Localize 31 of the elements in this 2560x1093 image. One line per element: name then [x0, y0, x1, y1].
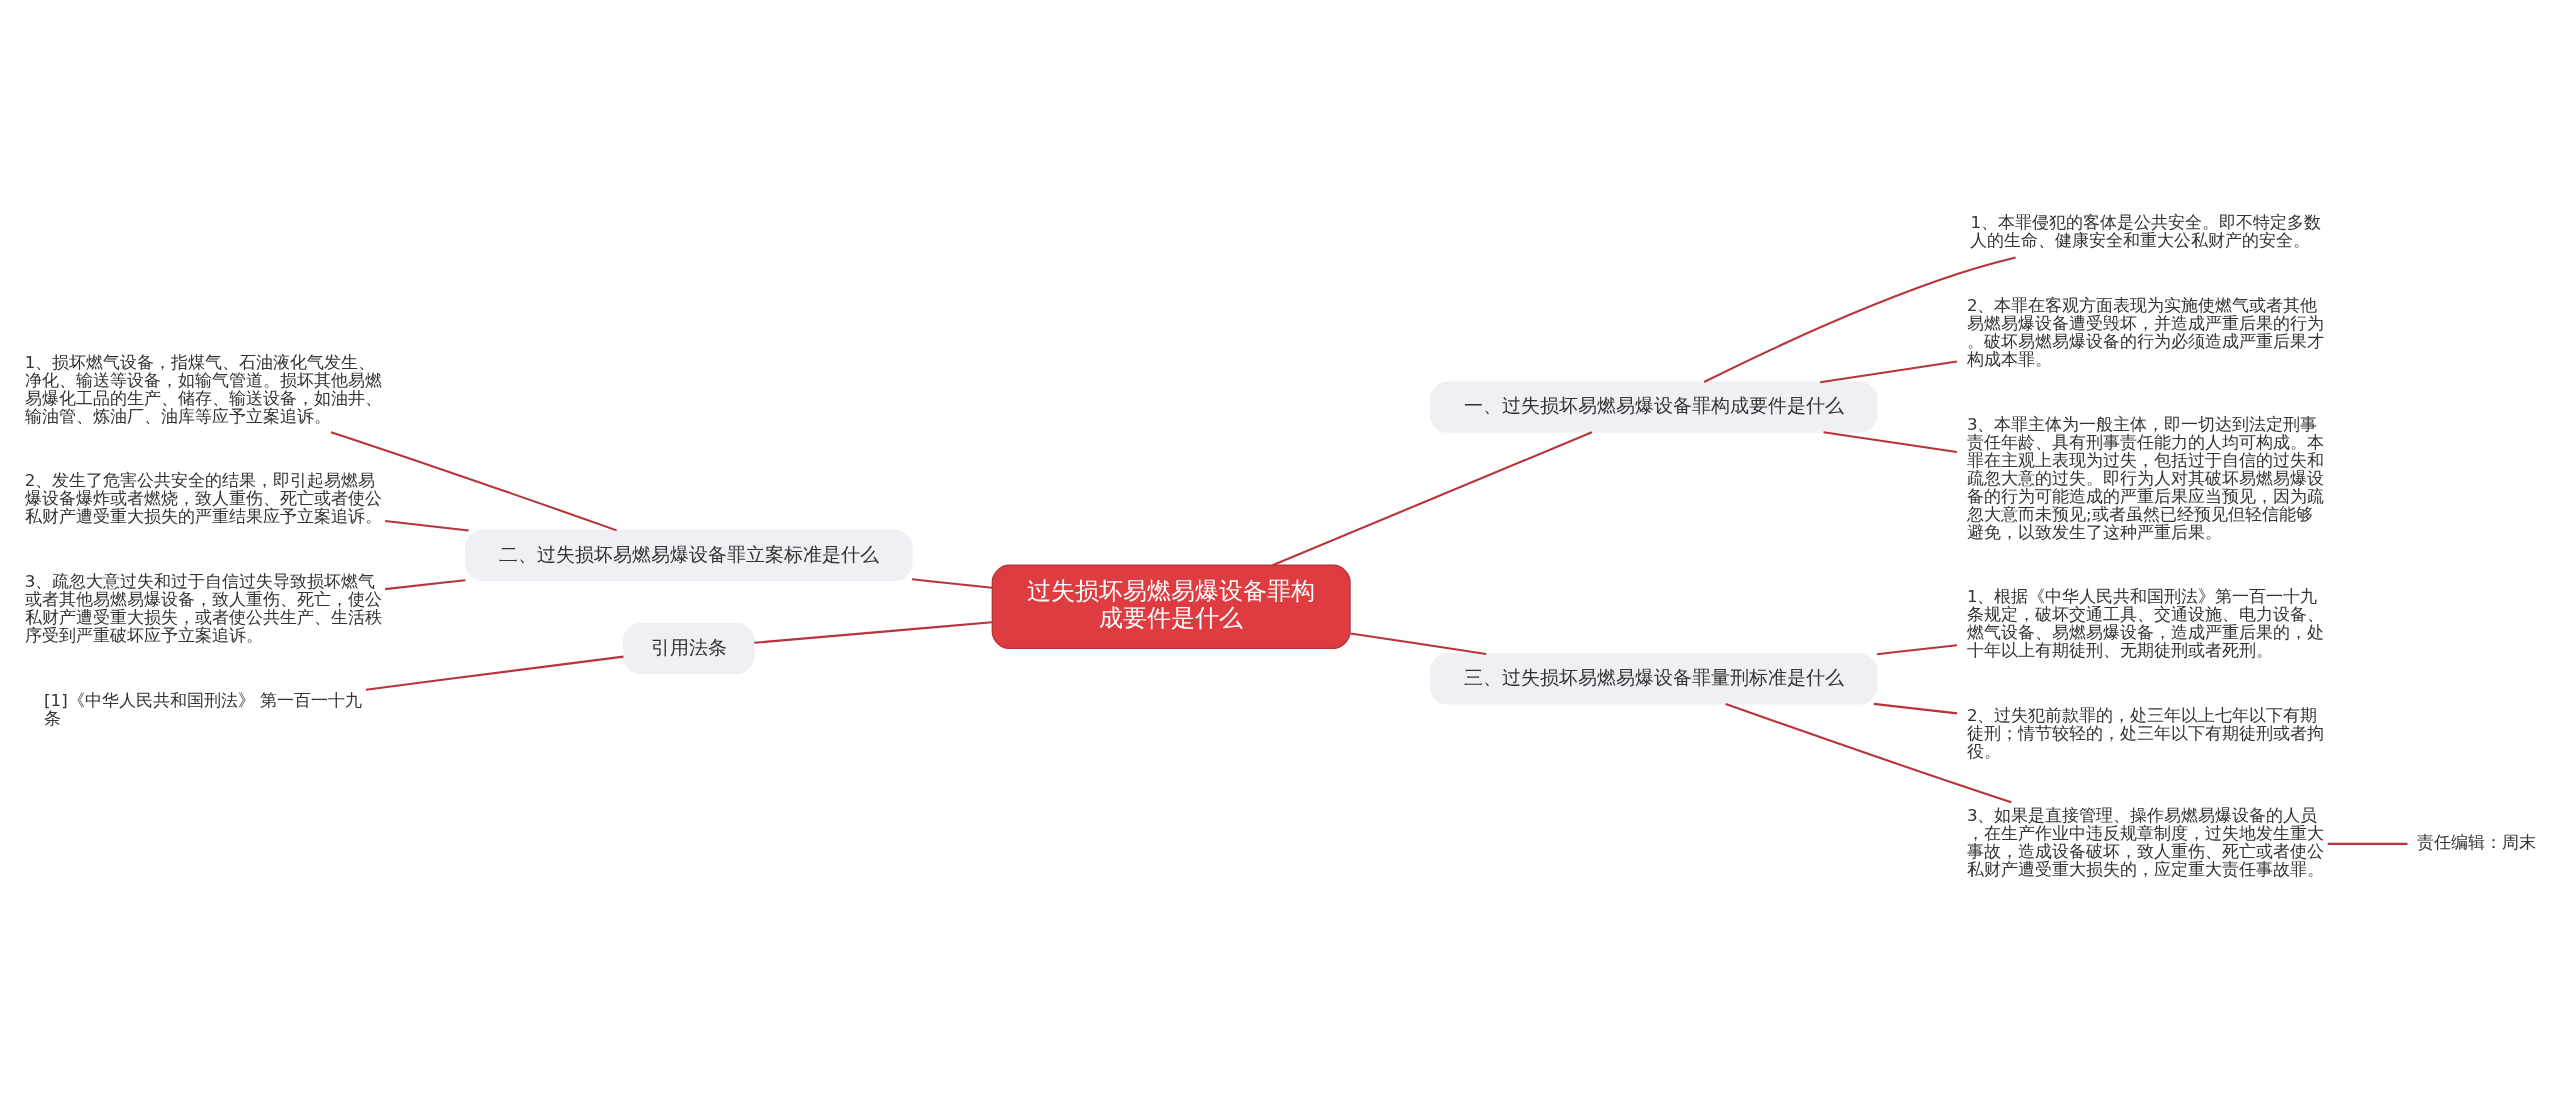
- node-box: 二、过失损坏易燃易爆设备罪立案标准是什么: [464, 529, 913, 582]
- node-text: 3、疏忽大意过失和过于自信过失导致损坏燃气或者其他易燃易爆设备，致人重伤、死亡，使公私财产遭受重大损失，或者使公共生产、生活秩序受到严重破坏应予立案追诉。: [24, 571, 382, 645]
- node-text: 责任编辑：周末: [2417, 833, 2537, 853]
- connector: [1820, 360, 1958, 384]
- node-text: 2、发生了危害公共安全的结果，即引起易燃易爆设备爆炸或者燃烧，致人重伤、死亡或者使公私财产遭受重大损失的严重结果应予立案追诉。: [24, 471, 382, 527]
- connector: [365, 655, 624, 691]
- connector: [1876, 644, 1958, 656]
- connector: [911, 578, 993, 589]
- connector: [330, 431, 617, 532]
- connector: [1350, 632, 1487, 655]
- node-text: 1、本罪侵犯的客体是公共安全。即不特定多数人的生命、健康安全和重大公私财产的安全。: [1970, 212, 2321, 250]
- connector: [1703, 256, 2016, 383]
- connector: [385, 520, 469, 532]
- node-text: 2、过失犯前款罪的，处三年以上七年以下有期徒刑；情节较轻的，处三年以下有期徒刑或者拘役。: [1966, 705, 2324, 761]
- connector: [1823, 431, 1957, 453]
- node-text: 1、损坏燃气设备，指煤气、石油液化气发生、净化、输送等设备，如输气管道。损坏其他易燃易爆化工品的生产、储存、输送设备，如油井、输油管、炼油厂、油库等应予立案追诉。: [24, 352, 382, 426]
- connector: [2327, 842, 2408, 845]
- node-box: 引用法条: [622, 622, 755, 675]
- connector: [754, 621, 992, 644]
- node-text: 3、如果是直接管理、操作易燃易爆设备的人员，在生产作业中违反规章制度，过失地发生重大事故，造成设备破坏，致人重伤、死亡或者使公私财产遭受重大损失的，应定重大责任事故罪。: [1966, 806, 2324, 880]
- node-box: 三、过失损坏易燃易爆设备罪量刑标准是什么: [1429, 653, 1878, 705]
- connector: [1873, 702, 1958, 715]
- connector: [1272, 431, 1593, 567]
- connector: [385, 579, 466, 591]
- node-text: [1]《中华人民共和国刑法》 第一百一十九条: [44, 691, 362, 729]
- node-box: 过失损坏易燃易爆设备罪构成要件是什么: [991, 564, 1351, 650]
- connector: [1725, 703, 2012, 804]
- node-text: 1、根据《中华人民共和国刑法》第一百一十九条规定，破坏交通工具、交通设施、电力设备、燃气设备、易燃易爆设备，造成严重后果的，处十年以上有期徒刑、无期徒刑或者死刑。: [1966, 587, 2324, 661]
- node-box: 一、过失损坏易燃易爆设备罪构成要件是什么: [1429, 381, 1878, 433]
- node-text: 2、本罪在客观方面表现为实施使燃气或者其他易燃易爆设备遭受毁坏，并造成严重后果的行为。破坏易燃易爆设备的行为必须造成严重后果才构成本罪。: [1966, 295, 2324, 370]
- node-text: 3、本罪主体为一般主体，即一切达到法定刑事责任年龄、具有刑事责任能力的人均可构成。本罪在主观上表现为过失，包括过于自信的过失和疏忽大意的过失。即行为人对其破坏易燃易爆设备的行为可能造成的严重后果应当预见，因为疏忽大意而未预见;或者虽然已经预见但轻信能够避免，以致发生了这种严重后果。: [1966, 414, 2324, 542]
